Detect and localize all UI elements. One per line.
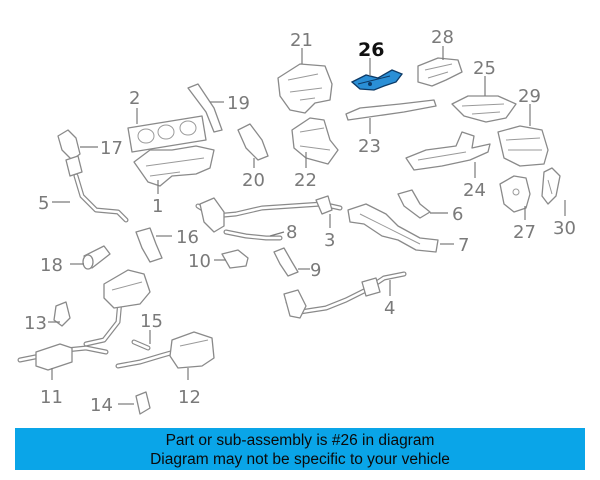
callout-20: 20 <box>242 170 265 191</box>
part-17-bracket <box>57 129 81 161</box>
part-26-bracket-highlighted <box>350 69 404 91</box>
part-25-heat-shield <box>451 95 517 123</box>
callout-10: 10 <box>188 251 211 272</box>
part-13-hanger <box>53 301 71 327</box>
callout-13: 13 <box>24 313 47 334</box>
part-22-heat-shield <box>291 117 339 165</box>
part-8-clamp <box>223 229 283 241</box>
callout-12: 12 <box>178 387 201 408</box>
callout-17: 17 <box>100 138 123 159</box>
callout-14: 14 <box>90 395 113 416</box>
banner-line-1: Part or sub-assembly is #26 in diagram <box>165 432 435 449</box>
callout-21: 21 <box>290 30 313 51</box>
part-10-clamp <box>221 249 249 269</box>
banner-line-2: Diagram may not be specific to your vehi… <box>150 451 450 468</box>
callout-16: 16 <box>176 227 199 248</box>
part-21-heat-shield <box>277 63 333 114</box>
callout-22: 22 <box>294 170 317 191</box>
part-2-manifold-gasket <box>127 115 207 153</box>
part-24-heat-shield <box>405 131 491 171</box>
callout-6: 6 <box>452 204 463 225</box>
part-14-hanger <box>135 391 151 415</box>
part-12-rear-muffler <box>115 331 215 369</box>
part-28-heat-shield <box>417 57 463 87</box>
part-16-bracket <box>135 227 163 263</box>
callout-28: 28 <box>431 27 454 48</box>
callout-3: 3 <box>324 230 335 251</box>
exhaust-parts-diagram: 21 26 28 25 29 23 22 24 <box>17 27 576 416</box>
part-19-strap <box>187 83 223 133</box>
part-18-cylinder <box>82 245 111 270</box>
part-27-bracket <box>499 175 531 213</box>
part-5-support-bracket <box>65 155 129 223</box>
callout-26: 26 <box>358 39 384 61</box>
callout-7: 7 <box>458 235 469 256</box>
rear-muffler-left <box>83 269 151 347</box>
callout-9: 9 <box>310 260 321 281</box>
callout-4: 4 <box>384 298 395 319</box>
callout-27: 27 <box>513 222 536 243</box>
callout-24: 24 <box>463 180 486 201</box>
callout-29: 29 <box>518 86 541 107</box>
part-3-front-pipe <box>195 195 343 233</box>
part-4-intermediate-pipe <box>283 271 407 319</box>
part-29-heat-shield <box>497 125 549 167</box>
callout-2: 2 <box>129 88 140 109</box>
callout-23: 23 <box>358 136 381 157</box>
part-30-hanger <box>541 167 561 205</box>
callout-15: 15 <box>140 311 163 332</box>
part-11-rear-pipe <box>17 343 109 371</box>
part-15-clamp <box>131 339 151 351</box>
callout-30: 30 <box>553 218 576 239</box>
callout-18: 18 <box>40 255 63 276</box>
part-1-exhaust-manifold <box>133 145 215 187</box>
part-20-bracket <box>237 123 269 161</box>
part-9-hanger <box>273 247 299 277</box>
part-23-heat-shield <box>345 99 437 121</box>
callout-11: 11 <box>40 387 63 408</box>
callout-1: 1 <box>152 196 163 217</box>
part-6-bracket <box>397 189 431 219</box>
callout-25: 25 <box>473 58 496 79</box>
part-7-mount-bracket <box>347 203 439 253</box>
callout-19: 19 <box>227 93 250 114</box>
part-info-banner: Part or sub-assembly is #26 in diagram D… <box>15 428 585 470</box>
callout-8: 8 <box>286 222 297 243</box>
callout-5: 5 <box>38 193 49 214</box>
